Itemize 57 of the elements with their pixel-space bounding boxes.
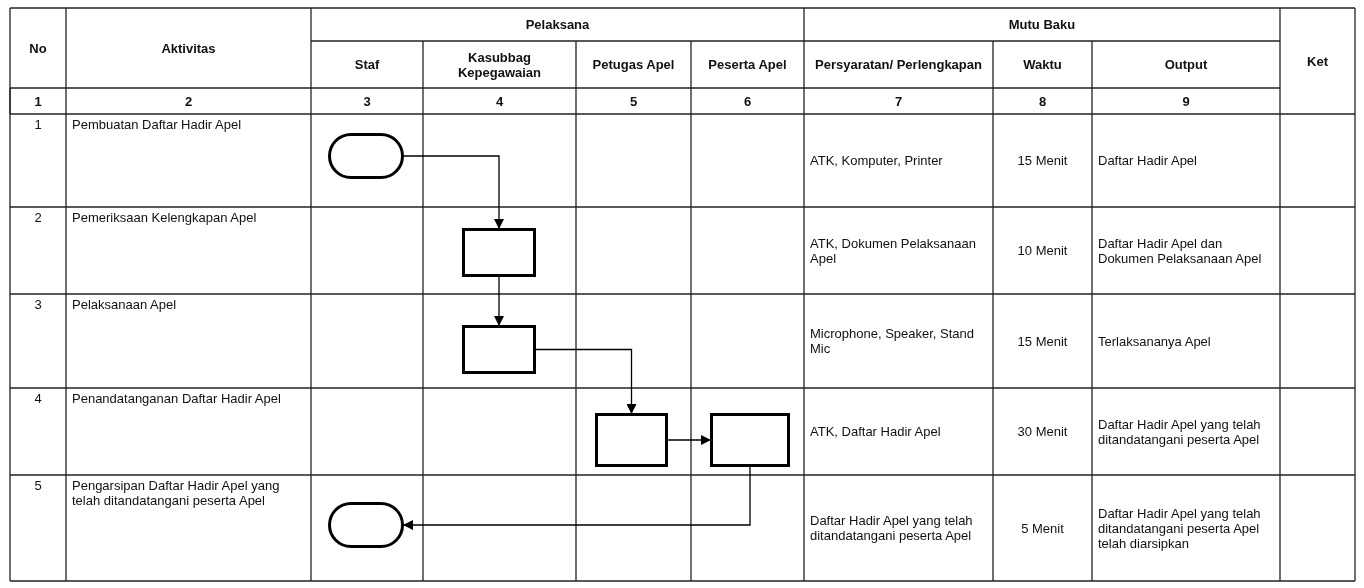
arrow bbox=[403, 466, 751, 530]
terminator-shape bbox=[328, 502, 404, 548]
activity-text: Pemeriksaan Kelengkapan Apel bbox=[72, 210, 257, 225]
time-text: 30 Menit bbox=[1017, 424, 1068, 439]
column-number: 4 bbox=[495, 94, 504, 108]
column-header: Kasubbag Kepegawaian bbox=[456, 49, 543, 80]
arrow bbox=[667, 435, 711, 445]
requirement-text: Microphone, Speaker, Stand Mic bbox=[810, 326, 976, 356]
requirement-text: ATK, Daftar Hadir Apel bbox=[810, 424, 941, 439]
column-number: 3 bbox=[363, 94, 371, 108]
column-header: Ket bbox=[1307, 53, 1328, 69]
column-header: No bbox=[29, 40, 47, 56]
process-box bbox=[595, 413, 668, 467]
column-number: 2 bbox=[184, 94, 193, 108]
output-text: Daftar Hadir Apel yang telah ditandatangani peserta Apel telah diarsipkan bbox=[1098, 505, 1262, 551]
column-number: 9 bbox=[1182, 94, 1190, 108]
row-number: 5 bbox=[34, 478, 42, 493]
column-group-header: Pelaksana bbox=[525, 17, 590, 32]
row-number: 3 bbox=[34, 297, 42, 312]
column-header: Peserta Apel bbox=[708, 57, 787, 72]
column-header: Persyaratan/ Perlengkapan bbox=[815, 57, 982, 72]
output-text: Terlaksananya Apel bbox=[1098, 333, 1211, 349]
output-text: Daftar Hadir Apel yang telah ditandatangani peserta Apel bbox=[1098, 416, 1262, 447]
column-number: 6 bbox=[743, 94, 752, 108]
requirement-text: ATK, Komputer, Printer bbox=[810, 153, 943, 168]
time-text: 5 Menit bbox=[1021, 520, 1064, 536]
terminator-shape bbox=[328, 133, 404, 179]
column-header: Staf bbox=[354, 57, 380, 72]
row-number: 4 bbox=[34, 391, 42, 406]
column-header: Aktivitas bbox=[161, 40, 216, 56]
column-number: 1 bbox=[34, 94, 42, 108]
activity-text: Penandatanganan Daftar Hadir Apel bbox=[72, 391, 281, 406]
process-box bbox=[462, 325, 536, 374]
row-number: 2 bbox=[34, 210, 42, 225]
activity-text: Pembuatan Daftar Hadir Apel bbox=[72, 117, 242, 132]
time-text: 15 Menit bbox=[1017, 153, 1068, 168]
column-number: 7 bbox=[894, 94, 903, 108]
column-header: Waktu bbox=[1023, 57, 1062, 72]
activity-text: Pengarsipan Daftar Hadir Apel yang telah ditandatangani peserta Apel bbox=[72, 478, 281, 508]
column-number: 5 bbox=[629, 94, 638, 108]
column-group-header: Mutu Baku bbox=[1008, 17, 1076, 32]
process-box bbox=[462, 228, 536, 277]
requirement-text: ATK, Dokumen Pelaksanaan Apel bbox=[810, 235, 977, 266]
arrow bbox=[535, 348, 637, 414]
process-box bbox=[710, 413, 790, 467]
requirement-text: Daftar Hadir Apel yang telah ditandatangani peserta Apel bbox=[810, 513, 974, 543]
column-header: Output bbox=[1164, 57, 1208, 72]
output-text: Daftar Hadir Apel bbox=[1098, 153, 1197, 168]
time-text: 10 Menit bbox=[1017, 243, 1068, 258]
column-header: Petugas Apel bbox=[592, 57, 675, 72]
output-text: Daftar Hadir Apel dan Dokumen Pelaksanaan Apel bbox=[1098, 235, 1263, 266]
activity-text: Pelaksanaan Apel bbox=[72, 297, 177, 312]
row-number: 1 bbox=[34, 117, 42, 132]
time-text: 15 Menit bbox=[1017, 333, 1068, 349]
arrow bbox=[494, 276, 504, 326]
arrow bbox=[403, 155, 504, 229]
column-number: 8 bbox=[1038, 94, 1047, 108]
